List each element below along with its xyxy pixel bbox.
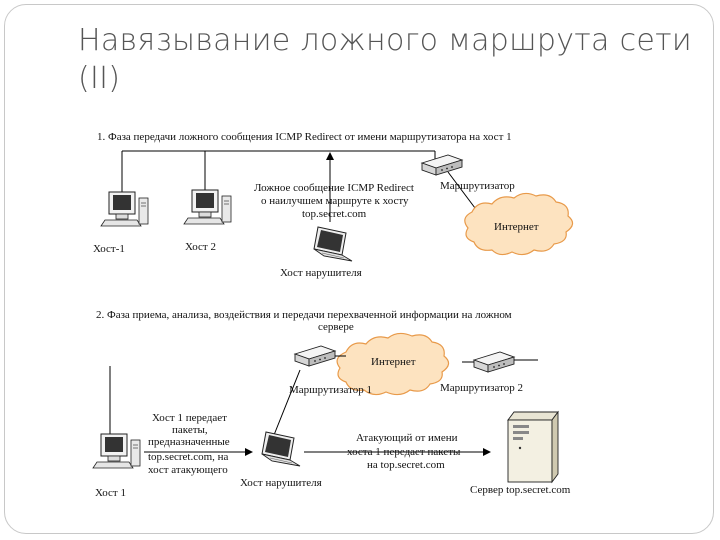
- server-label: Сервер top.secret.com: [470, 484, 571, 496]
- host2-pc-icon: [183, 189, 232, 225]
- icmp-message-line2: о наилучшем маршруте к хосту: [261, 195, 409, 207]
- phase1-host1-label: Хост-1: [93, 243, 125, 255]
- left-note-line2: пакеты,: [172, 424, 208, 436]
- icmp-message-line3: top.secret.com: [302, 208, 367, 220]
- router2-icon: [473, 351, 515, 373]
- phase1-internet-cloud: [464, 192, 574, 256]
- phase1-router-icon: [421, 154, 463, 176]
- left-note-line1: Хост 1 передает: [152, 412, 227, 424]
- phase2-attacker-laptop-icon: [261, 431, 301, 467]
- router2-label: Маршрутизатор 2: [440, 382, 523, 394]
- phase1-host2-label: Хост 2: [185, 241, 216, 253]
- phase1-attacker-laptop-icon: [313, 226, 353, 262]
- right-note-line1: Атакующий от имени: [356, 432, 458, 444]
- right-note-line3: на top.secret.com: [367, 459, 445, 471]
- title-line-2: (II): [78, 61, 121, 96]
- left-note-line4: top.secret.com, на: [148, 451, 229, 463]
- router1-label: Маршрутизатор 1: [289, 384, 372, 396]
- phase2-internet-cloud: [336, 332, 450, 396]
- phase1-caption: 1. Фаза передачи ложного сообщения ICMP …: [97, 131, 512, 143]
- left-note-line5: хост атакующего: [148, 464, 228, 476]
- router1-attacker-link: [271, 369, 301, 441]
- phase2-attacker-label: Хост нарушителя: [240, 477, 322, 489]
- phase2-caption-line2: сервере: [318, 321, 354, 333]
- phase1-router-label: Маршрутизатор: [440, 180, 515, 192]
- phase2-host1-pc-icon: [92, 433, 141, 469]
- host1-pc-icon: [100, 191, 149, 227]
- phase1-attacker-label: Хост нарушителя: [280, 267, 362, 279]
- router1-icon: [294, 345, 336, 367]
- title-line-1: Навязывание ложного маршрута сети: [78, 23, 692, 58]
- slide-title: Навязывание ложного маршрута сети (II): [78, 22, 698, 98]
- icmp-message-line1: Ложное сообщение ICMP Redirect: [254, 182, 414, 194]
- server-icon: [507, 411, 559, 483]
- phase2-caption-line1: 2. Фаза приема, анализа, воздействия и п…: [96, 309, 512, 321]
- phase2-internet-label: Интернет: [371, 356, 416, 368]
- left-note-line3: предназначенные: [148, 436, 230, 448]
- right-note-line2: хоста 1 передает пакеты: [347, 446, 461, 458]
- phase1-internet-label: Интернет: [494, 221, 539, 233]
- phase2-host1-label: Хост 1: [95, 487, 126, 499]
